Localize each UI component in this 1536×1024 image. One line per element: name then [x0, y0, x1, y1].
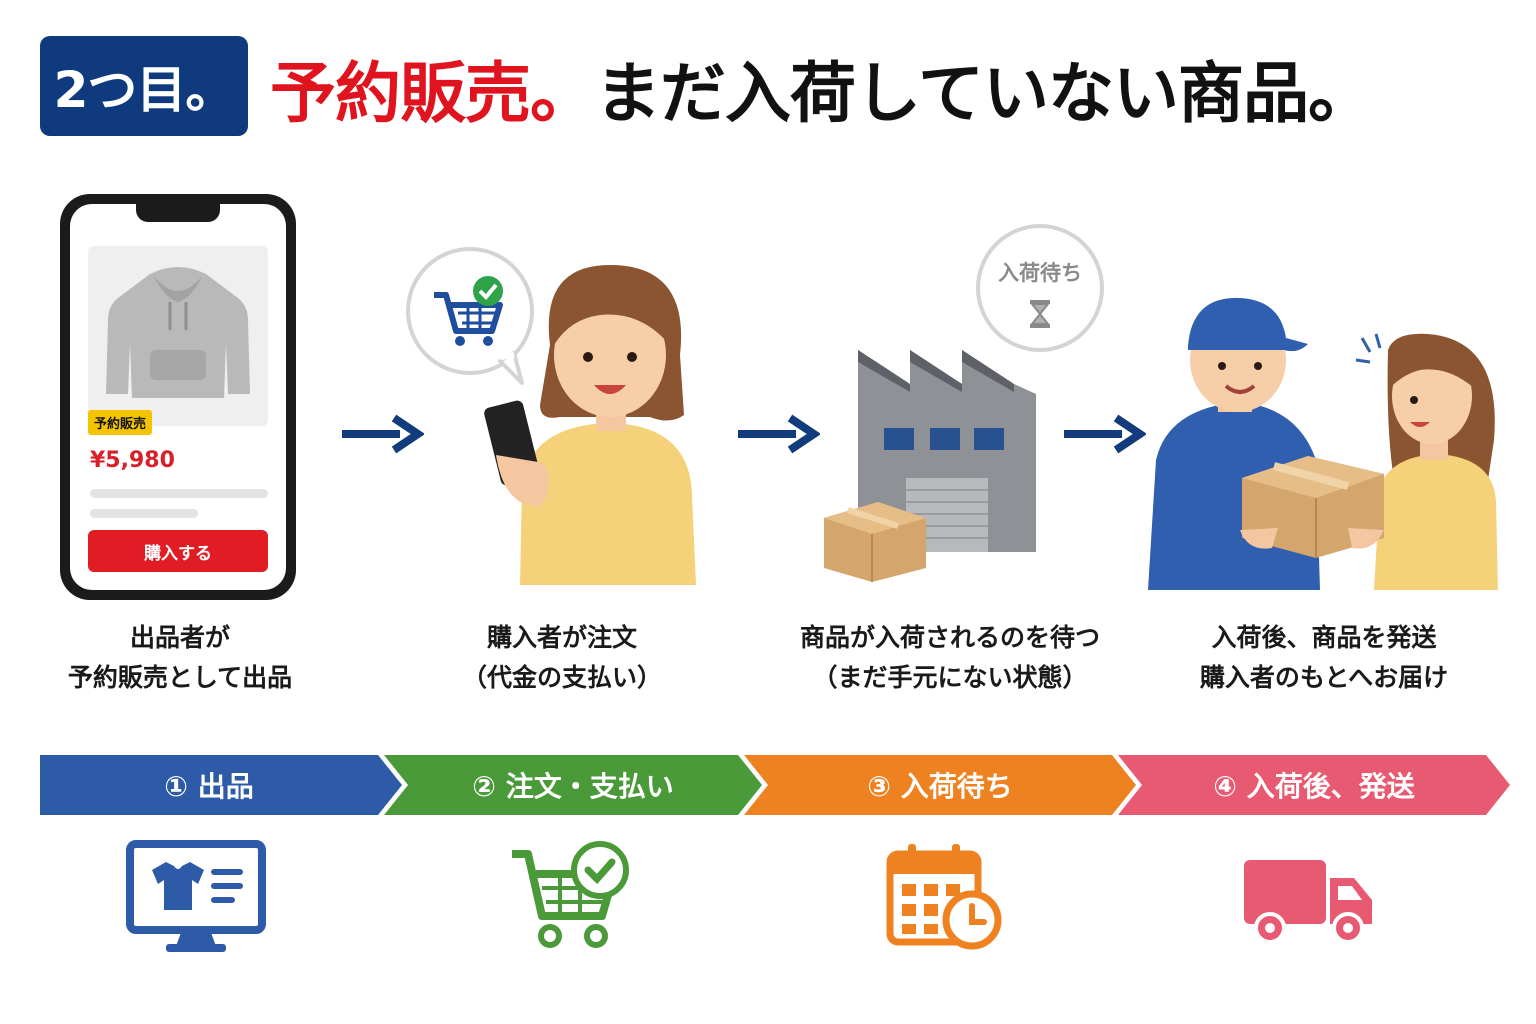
product-price: ¥5,980: [90, 448, 175, 473]
caption-line: 商品が入荷されるのを待つ: [799, 623, 1100, 652]
step-label-3: ③ 入荷待ち: [867, 770, 1013, 803]
title-rest: まだ入荷していない商品。: [595, 55, 1374, 132]
buy-button[interactable]: 購入する: [88, 530, 268, 572]
caption-line: （代金の支払い）: [461, 663, 662, 692]
preorder-tag: 予約販売: [88, 410, 153, 435]
caption-line: 入荷後、商品を発送: [1211, 623, 1437, 652]
product-image: [88, 246, 268, 426]
caption-line: 購入者が注文: [486, 623, 637, 652]
delivery-illustration: [1148, 297, 1498, 590]
waiting-bubble: 入荷待ち: [976, 224, 1104, 352]
caption-step-2: 購入者が注文 （代金の支払い）: [382, 618, 742, 698]
step-label-2: ② 注文・支払い: [472, 770, 674, 803]
speech-bubble: [406, 247, 534, 385]
cart-check-icon: [434, 276, 503, 346]
placeholder-line: [90, 489, 268, 498]
step-badge: 2つ目。: [40, 36, 248, 136]
step-label-1: ① 出品: [164, 770, 254, 803]
caption-step-1: 出品者が 予約販売として出品: [0, 618, 360, 698]
step-segment-1: [40, 755, 402, 815]
caption-line: 予約販売として出品: [67, 663, 293, 692]
phone-mockup: 予約販売 ¥5,980 購入する: [60, 194, 296, 600]
cardboard-box: [824, 502, 926, 582]
factory-illustration: 入荷待ち: [824, 224, 1104, 582]
step-label-4: ④ 入荷後、発送: [1213, 770, 1415, 803]
placeholder-line: [90, 509, 198, 518]
truck-icon: [1244, 860, 1372, 944]
caption-step-3: 商品が入荷されるのを待つ （まだ手元にない状態）: [770, 618, 1130, 698]
phone-screen: 予約販売 ¥5,980 購入する: [70, 204, 286, 590]
caption-step-4: 入荷後、商品を発送 購入者のもとへお届け: [1144, 618, 1504, 698]
phone-notch: [136, 204, 220, 222]
step-segment-3: [744, 755, 1136, 815]
cart-check-icon: [512, 841, 629, 948]
monitor-shirt-icon: [126, 840, 266, 952]
caption-line: 出品者が: [129, 623, 230, 652]
hoodie-icon: [106, 267, 250, 398]
caption-line: （まだ手元にない状態）: [812, 663, 1088, 692]
step-band-shapes: [40, 755, 1510, 815]
calendar-clock-icon: [886, 844, 1002, 950]
arrow-right-icon: [738, 414, 820, 454]
waiting-label: 入荷待ち: [998, 261, 1082, 285]
title-highlight: 予約販売。: [270, 55, 596, 132]
arrow-right-icon: [1064, 414, 1146, 454]
step-band: ① 出品 ② 注文・支払い ③ 入荷待ち ④ 入荷後、発送: [40, 755, 1510, 815]
buyer-illustration: [406, 247, 696, 585]
caption-line: 購入者のもとへお届け: [1199, 663, 1449, 692]
hourglass-icon: [1029, 300, 1051, 328]
page-title: 予約販売。 まだ入荷していない商品。: [270, 44, 1374, 132]
cardboard-box: [1242, 456, 1384, 558]
step-segment-2: [384, 755, 762, 815]
arrow-right-icon: [342, 414, 424, 454]
step-segment-4: [1118, 755, 1510, 815]
